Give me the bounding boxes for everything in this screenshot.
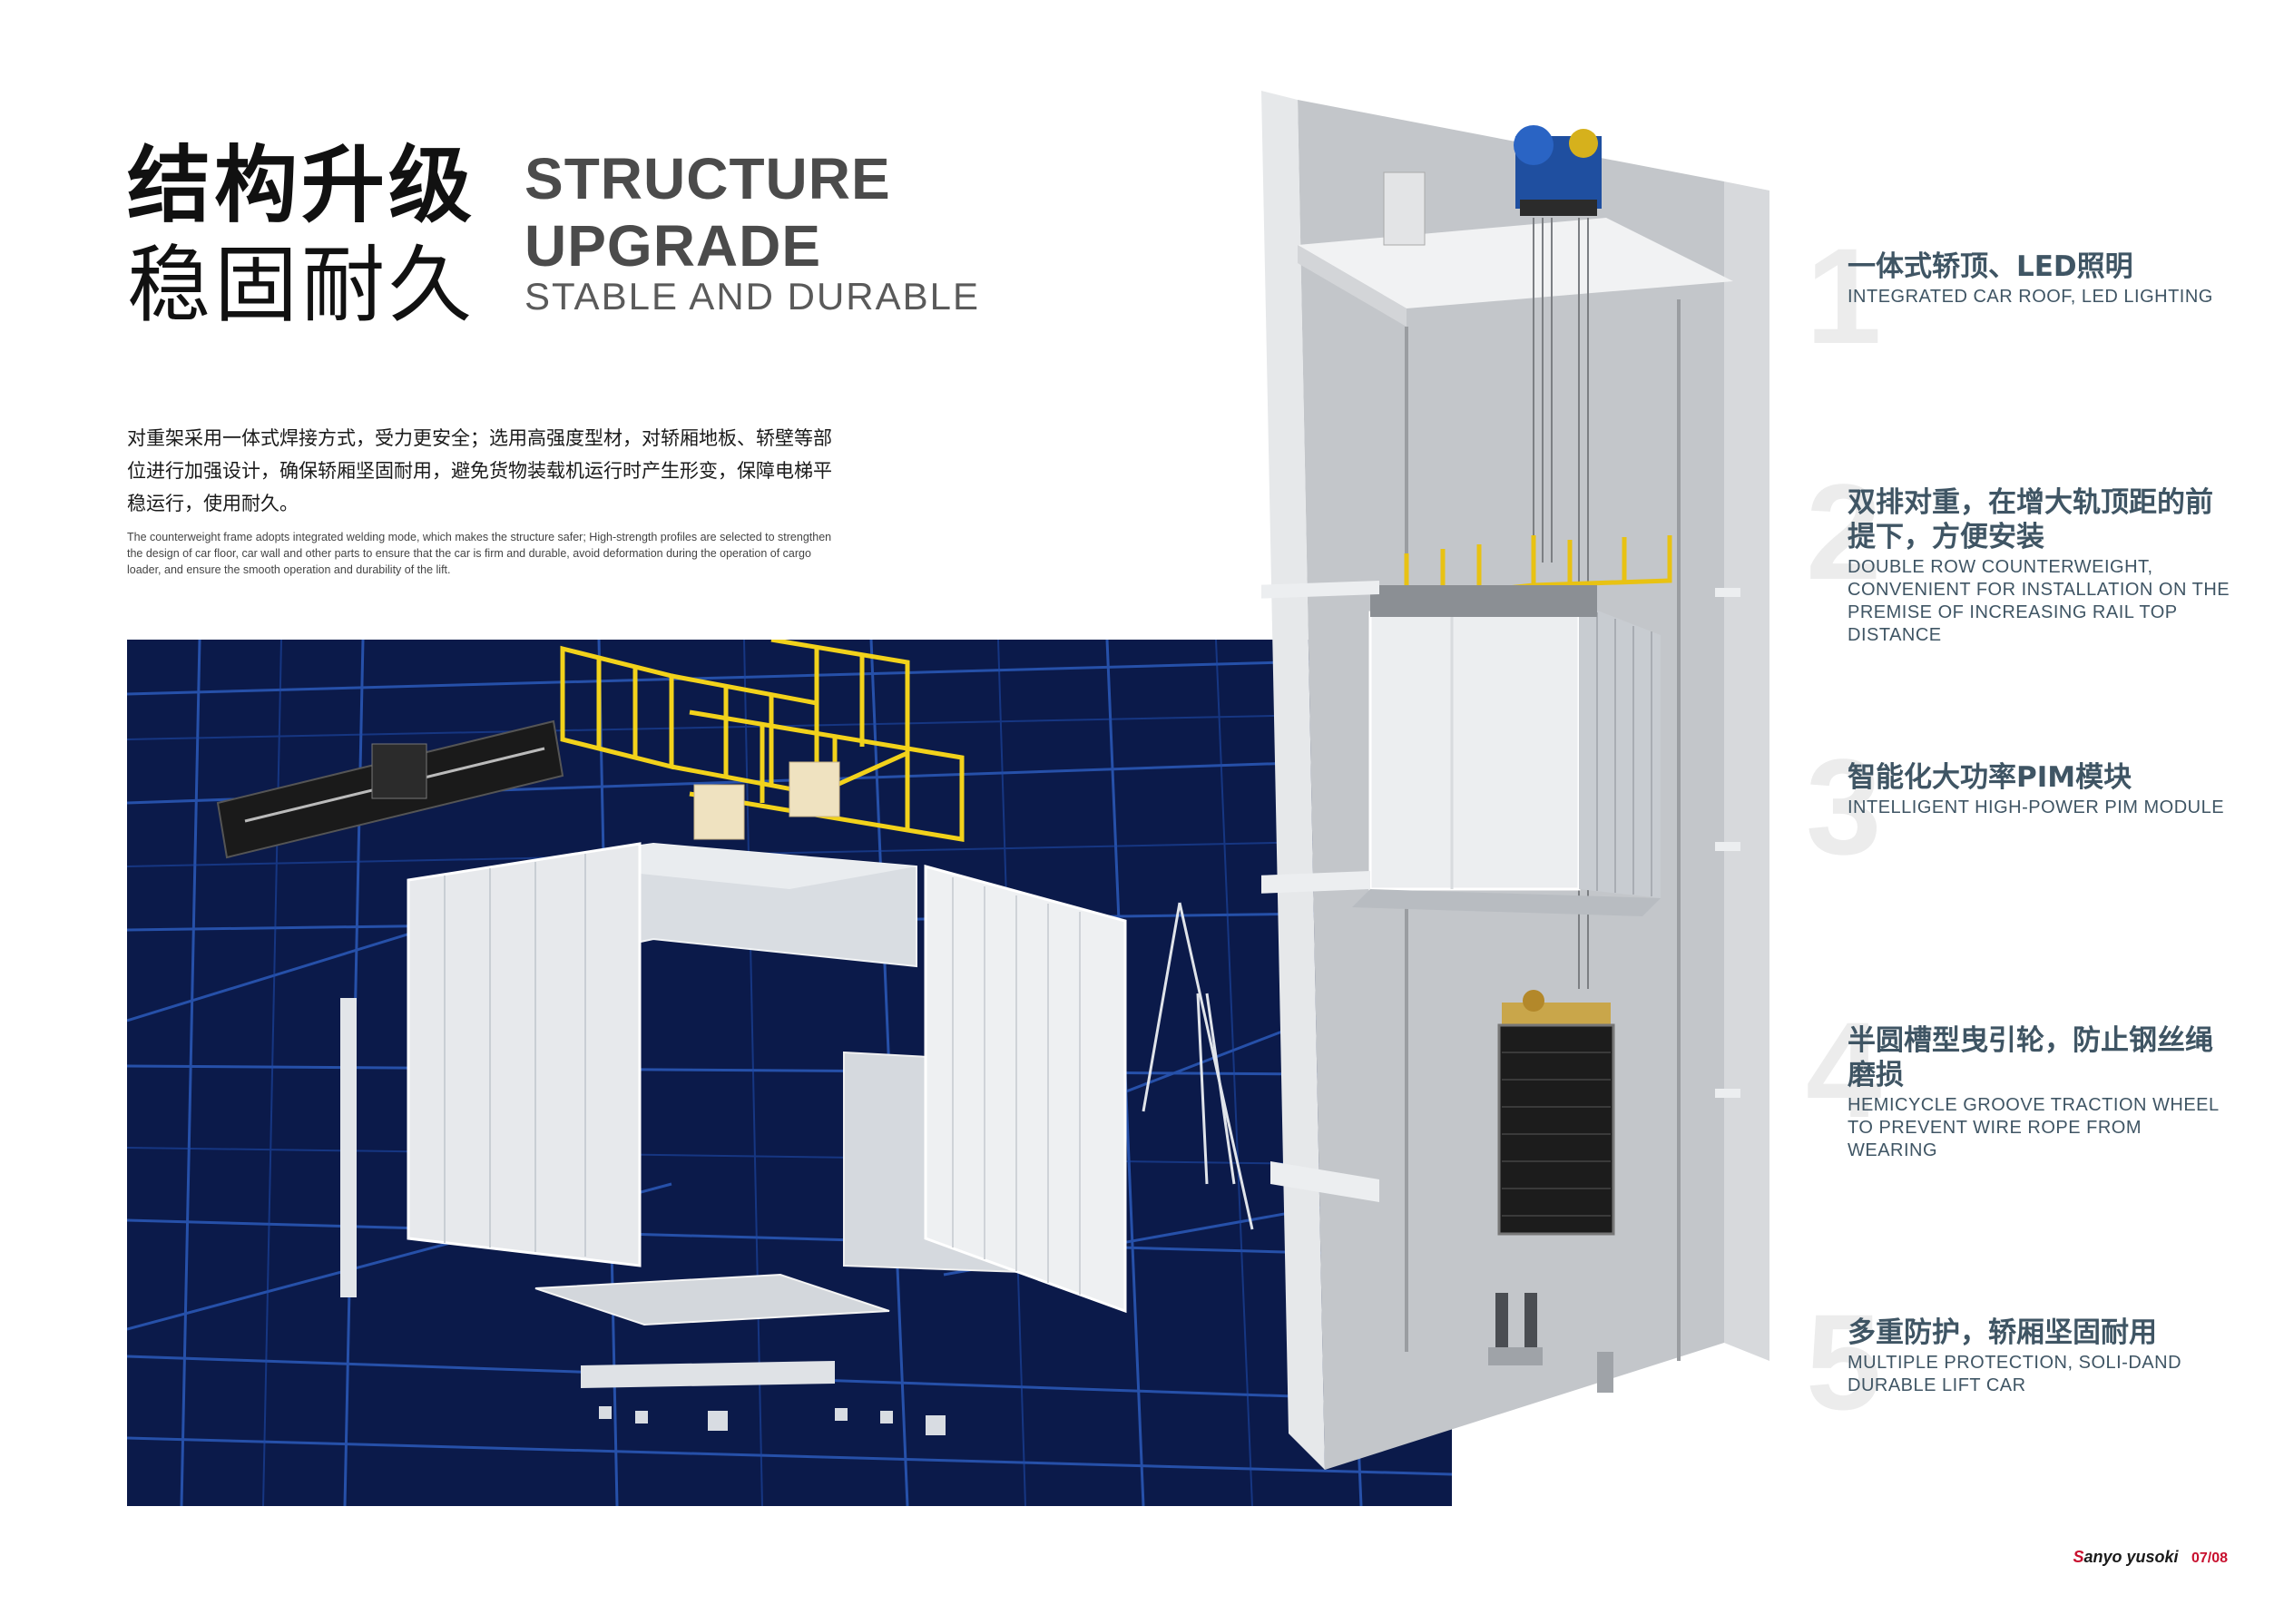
feature-4: 4 半圆槽型曳引轮，防止钢丝绳磨损 HEMICYCLE GROOVE TRACT… [1806, 1002, 2232, 1162]
feature-5: 5 多重防护，轿厢坚固耐用 MULTIPLE PROTECTION, SOLI-… [1806, 1294, 2232, 1430]
door-operator [216, 719, 564, 859]
feature-title-en: INTEGRATED CAR ROOF, LED LIGHTING [1848, 287, 2213, 307]
pit-buffers [1488, 1293, 1613, 1393]
brand-logo: Sanyo yusoki [2073, 1548, 2178, 1566]
feature-title-en: DOUBLE ROW COUNTERWEIGHT, CONVENIENT FOR… [1848, 557, 2230, 645]
feature-number: 4 [1806, 993, 1882, 1146]
feature-title-zh: 智能化大功率PIM模块 [1848, 761, 2132, 794]
blueprint-drawing [127, 640, 1452, 1506]
chinese-title: 结构升级 稳固耐久 [127, 136, 475, 336]
feature-number: 2 [1806, 455, 1882, 608]
car-floor-panel [534, 1273, 890, 1326]
elevator-shaft-illustration [1261, 91, 1769, 1560]
english-title: STRUCTURE UPGRADE [524, 145, 891, 279]
page-number: 07/08 [2191, 1551, 2228, 1566]
traction-machine [1514, 125, 1602, 216]
feature-title-zh: 多重防护，轿厢坚固耐用 [1848, 1316, 2157, 1349]
feature-title-zh: 一体式轿顶、LED照明 [1848, 250, 2133, 283]
page-footer: Sanyo yusoki 07/08 [2073, 1548, 2228, 1567]
feature-title-en: INTELLIGENT HIGH-POWER PIM MODULE [1848, 797, 2225, 817]
control-cabinet [1383, 171, 1426, 246]
chinese-title-line1: 结构升级 [127, 137, 476, 234]
shaft-drawing [1261, 91, 1769, 1470]
body-text-chinese: 对重架采用一体式焊接方式，受力更安全；选用高强度型材，对轿厢地板、轿壁等部位进行… [127, 427, 832, 514]
feature-3: 3 智能化大功率PIM模块 INTELLIGENT HIGH-POWER PIM… [1806, 739, 2232, 875]
car-side-wall-left [407, 842, 642, 1267]
car-side-wall-right [924, 865, 1127, 1314]
english-title-line2: UPGRADE [524, 213, 822, 279]
body-text-english: The counterweight frame adopts integrate… [127, 531, 832, 576]
lift-car [1352, 585, 1661, 916]
car-top-guardrail [560, 640, 965, 842]
tie-rods [1142, 902, 1254, 1230]
door-sill [581, 1361, 835, 1388]
feature-number: 3 [1806, 730, 1882, 883]
brand-initial: S [2073, 1548, 2084, 1566]
english-subtitle: STABLE AND DURABLE [524, 275, 981, 318]
landing-sill-2 [1261, 871, 1370, 894]
english-title-line1: STRUCTURE [524, 146, 891, 211]
landing-sill-3 [1270, 1161, 1379, 1202]
feature-title-zh: 半圆槽型曳引轮，防止钢丝绳磨损 [1848, 1024, 2213, 1091]
feature-1: 1 一体式轿顶、LED照明 INTEGRATED CAR ROOF, LED L… [1806, 228, 2232, 364]
exploded-car-illustration [127, 640, 1452, 1506]
feature-title-zh: 双排对重，在增大轨顶距的前提下，方便安装 [1848, 486, 2213, 553]
feature-title-en: MULTIPLE PROTECTION, SOLI-DAND DURABLE L… [1848, 1353, 2182, 1395]
feature-number: 5 [1806, 1286, 1882, 1438]
door-post [340, 998, 357, 1297]
feature-title-en: HEMICYCLE GROOVE TRACTION WHEEL TO PREVE… [1848, 1095, 2219, 1160]
feature-number: 1 [1806, 220, 1882, 372]
chinese-title-line2: 稳固耐久 [127, 237, 476, 334]
brand-name: anyo yusoki [2083, 1548, 2179, 1566]
feature-2: 2 双排对重，在增大轨顶距的前提下，方便安装 DOUBLE ROW COUNTE… [1806, 464, 2232, 647]
landing-sill-1 [1261, 581, 1379, 599]
counterweight [1497, 990, 1615, 1236]
